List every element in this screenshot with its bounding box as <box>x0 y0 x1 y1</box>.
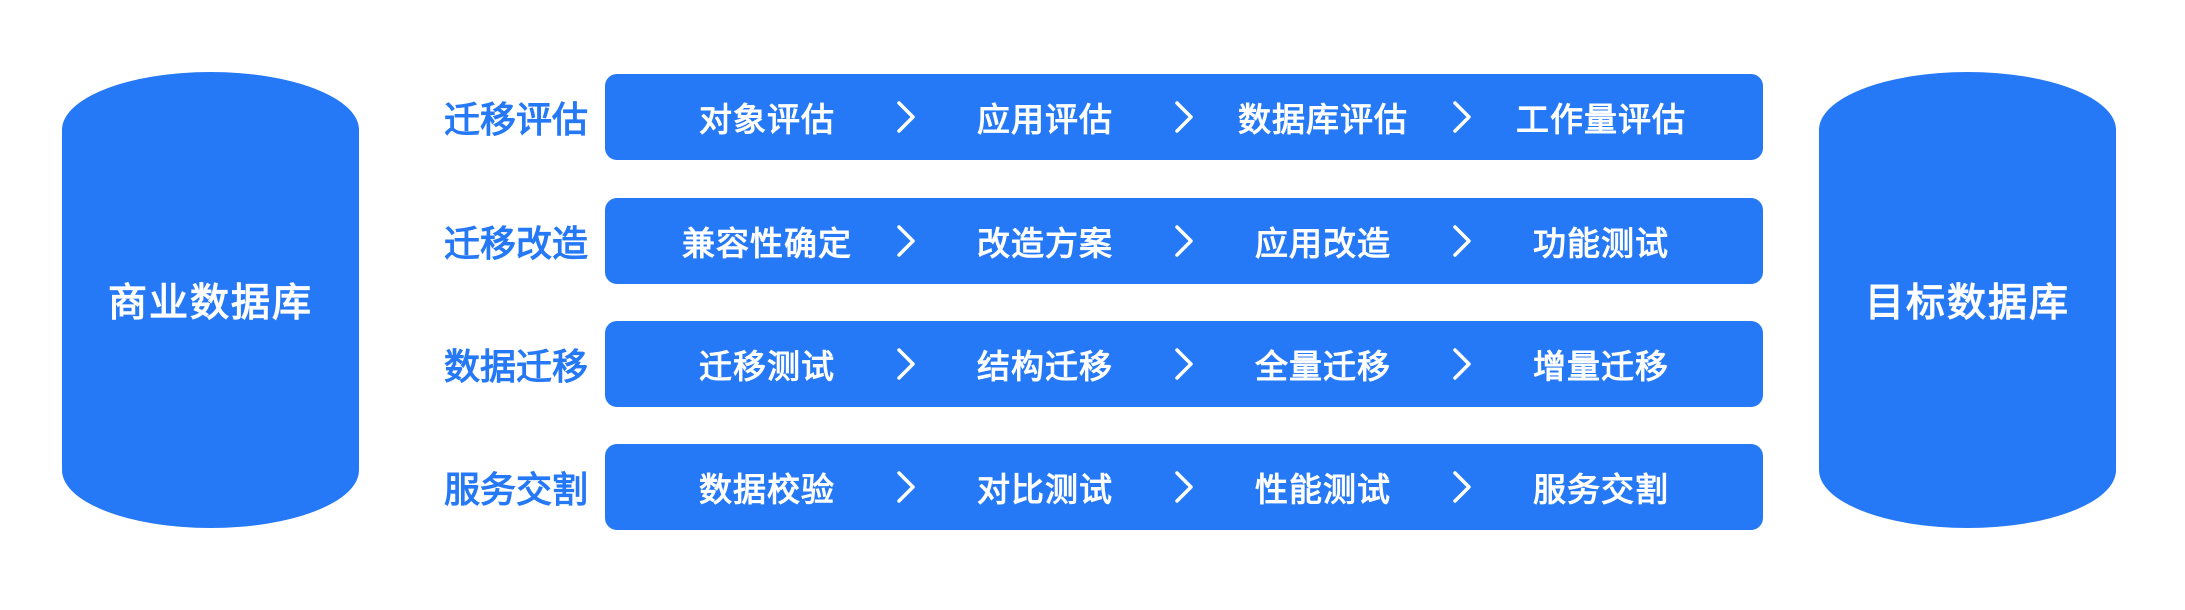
chevron-right-icon <box>1175 348 1193 380</box>
step-item: 数据库评估 <box>1238 101 1408 138</box>
step-item: 对比测试 <box>977 471 1113 508</box>
chevron-right-icon <box>897 348 915 380</box>
step-item: 应用评估 <box>977 101 1113 138</box>
step-item: 增量迁移 <box>1533 348 1669 385</box>
target-database-cylinder: 目标数据库 <box>1819 72 2116 528</box>
step-item: 全量迁移 <box>1255 348 1391 385</box>
step-item: 改造方案 <box>977 225 1113 262</box>
chevron-right-icon <box>897 101 915 133</box>
step-item: 结构迁移 <box>977 348 1113 385</box>
step-item: 工作量评估 <box>1516 101 1686 138</box>
phase-steps-bar: 数据校验 对比测试 性能测试 服务交割 <box>605 444 1763 530</box>
phase-row-transformation: 迁移改造 兼容性确定 改造方案 应用改造 功能测试 <box>408 198 1763 284</box>
phase-row-data-migration: 数据迁移 迁移测试 结构迁移 全量迁移 增量迁移 <box>408 321 1763 407</box>
phase-steps-bar: 迁移测试 结构迁移 全量迁移 增量迁移 <box>605 321 1763 407</box>
phase-label: 数据迁移 <box>443 346 588 387</box>
phase-label: 迁移改造 <box>443 223 588 264</box>
step-item: 对象评估 <box>699 101 835 138</box>
step-item: 性能测试 <box>1255 471 1391 508</box>
phase-row-service-handover: 服务交割 数据校验 对比测试 性能测试 服务交割 <box>408 444 1763 530</box>
chevron-right-icon <box>1453 101 1471 133</box>
target-database-label: 目标数据库 <box>1864 282 2070 325</box>
phase-steps-bar: 兼容性确定 改造方案 应用改造 功能测试 <box>605 198 1763 284</box>
phase-label: 迁移评估 <box>443 99 588 140</box>
chevron-right-icon <box>1453 471 1471 503</box>
step-item: 数据校验 <box>699 471 835 508</box>
chevron-right-icon <box>1453 225 1471 257</box>
step-item: 迁移测试 <box>699 348 835 385</box>
step-item: 兼容性确定 <box>682 225 852 262</box>
chevron-right-icon <box>1453 348 1471 380</box>
chevron-right-icon <box>1175 225 1193 257</box>
chevron-right-icon <box>897 225 915 257</box>
source-database-label: 商业数据库 <box>107 282 313 325</box>
step-item: 服务交割 <box>1533 471 1669 508</box>
phase-label: 服务交割 <box>443 469 588 510</box>
chevron-right-icon <box>1175 471 1193 503</box>
step-item: 应用改造 <box>1255 225 1391 262</box>
chevron-right-icon <box>1175 101 1193 133</box>
chevron-right-icon <box>897 471 915 503</box>
phase-steps-bar: 对象评估 应用评估 数据库评估 工作量评估 <box>605 74 1763 160</box>
phase-row-assessment: 迁移评估 对象评估 应用评估 数据库评估 工作量评估 <box>408 74 1763 160</box>
source-database-cylinder: 商业数据库 <box>62 72 359 528</box>
step-item: 功能测试 <box>1533 225 1669 262</box>
